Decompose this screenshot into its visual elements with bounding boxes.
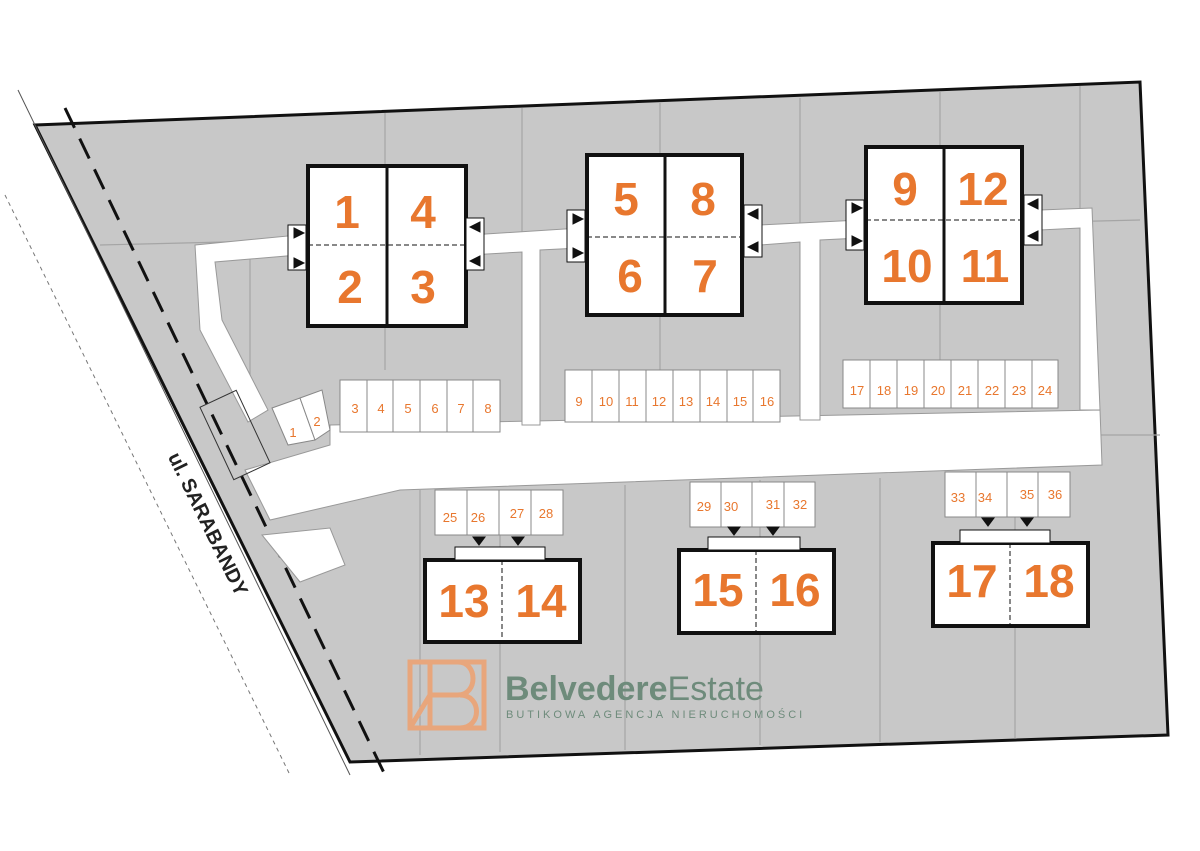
parking-spot-number: 19 <box>904 383 918 398</box>
parking-spot-number: 8 <box>484 401 491 416</box>
parking-spot-number: 5 <box>404 401 411 416</box>
parking-spot-number: 27 <box>510 506 524 521</box>
street-lines <box>4 89 387 776</box>
parking-spot-number: 32 <box>793 497 807 512</box>
unit-number: 12 <box>957 163 1008 215</box>
parking-spot-number: 7 <box>457 401 464 416</box>
building-4[interactable] <box>423 558 582 644</box>
parking-spot-number: 6 <box>431 401 438 416</box>
parking-dividers-top <box>366 360 1033 432</box>
gate-box <box>199 389 271 481</box>
parking-spot-number: 4 <box>377 401 384 416</box>
parking-spot-number: 25 <box>443 510 457 525</box>
parking-spot-number: 15 <box>733 394 747 409</box>
parking-spot-number: 13 <box>679 394 693 409</box>
parking-spot-number: 1 <box>289 425 296 440</box>
unit-number: 3 <box>410 261 436 313</box>
entrance-markers-bottom <box>454 517 1051 561</box>
building-3[interactable] <box>864 145 1024 305</box>
unit-number: 16 <box>769 564 820 616</box>
parking-spot-number: 21 <box>958 383 972 398</box>
parking-spot-number: 10 <box>599 394 613 409</box>
brand-name-part2: Estate <box>668 670 764 708</box>
parking-spot-number: 34 <box>978 490 992 505</box>
unit-number: 14 <box>515 575 567 627</box>
parking-spot-number: 18 <box>877 383 891 398</box>
unit-number: 8 <box>690 173 716 225</box>
parking-spot-number: 31 <box>766 497 780 512</box>
parking-spot-number: 12 <box>652 394 666 409</box>
parking-spot-number: 20 <box>931 383 945 398</box>
parking-spot-number: 3 <box>351 401 358 416</box>
parking-spot-number: 22 <box>985 383 999 398</box>
parking-spot-number: 9 <box>575 394 582 409</box>
brand-mark-icon <box>407 659 487 731</box>
parking-spot-number: 23 <box>1012 383 1026 398</box>
building-1[interactable] <box>306 164 468 328</box>
building-2[interactable] <box>585 153 744 317</box>
unit-number: 18 <box>1023 555 1074 607</box>
brand-logo: BelvedereEstate BUTIKOWA AGENCJA NIERUCH… <box>407 659 805 731</box>
unit-number: 17 <box>946 555 997 607</box>
unit-number: 7 <box>692 250 718 302</box>
parking-spot-number: 35 <box>1020 487 1034 502</box>
parking-spot-number: 16 <box>760 394 774 409</box>
unit-number: 1 <box>334 186 360 238</box>
parking-spot-number: 33 <box>951 490 965 505</box>
parking-spot-number: 30 <box>724 499 738 514</box>
unit-number: 4 <box>410 186 436 238</box>
parking-spot-number: 36 <box>1048 487 1062 502</box>
internal-roads <box>194 207 1103 583</box>
building-5[interactable] <box>677 548 836 635</box>
parking-spot-number: 11 <box>625 394 639 409</box>
unit-number: 15 <box>692 564 743 616</box>
brand-tagline: BUTIKOWA AGENCJA NIERUCHOMOŚCI <box>506 708 805 721</box>
entrance-markers-top <box>287 194 1043 271</box>
parking-dividers-bottom <box>466 472 1039 535</box>
unit-labels: 1 4 2 3 5 8 6 7 9 12 10 11 13 14 15 16 1… <box>334 163 1074 627</box>
unit-number: 5 <box>613 173 639 225</box>
parking-spot-number: 26 <box>471 510 485 525</box>
parking-spot-number: 29 <box>697 499 711 514</box>
parking-spot-number: 2 <box>313 414 320 429</box>
unit-number: 10 <box>881 240 932 292</box>
unit-number: 2 <box>337 261 363 313</box>
parking-spot-number: 28 <box>539 506 553 521</box>
unit-number: 13 <box>438 575 489 627</box>
brand-name: BelvedereEstate <box>505 670 764 708</box>
brand-name-part1: Belvedere <box>505 670 668 708</box>
unit-number: 11 <box>961 240 1010 292</box>
parking-labels: 1 2 3 4 5 6 7 8 9 10 11 12 13 14 15 16 1… <box>289 383 1062 525</box>
parking-spot-number: 17 <box>850 383 864 398</box>
unit-number: 9 <box>892 163 918 215</box>
unit-number: 6 <box>617 250 643 302</box>
parking-spot-number: 24 <box>1038 383 1052 398</box>
parking-spot-number: 14 <box>706 394 720 409</box>
